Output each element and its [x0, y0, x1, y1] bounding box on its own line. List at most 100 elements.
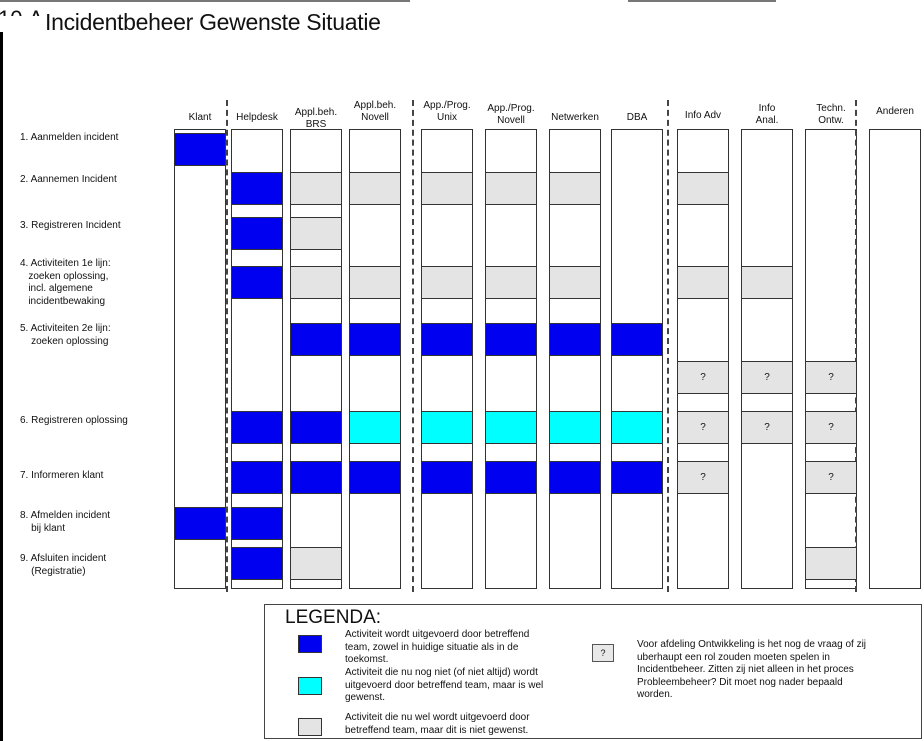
lane-anderen: [869, 129, 921, 589]
legend-swatch-blue: [298, 635, 322, 653]
activity-cell-gray: [549, 172, 601, 205]
activity-cell-blue: [231, 266, 283, 299]
lane-info-anal: [741, 129, 793, 589]
lane-header-helpdesk: Helpdesk: [236, 112, 278, 123]
activity-cell-blue: [290, 323, 342, 356]
top-rule: [0, 0, 410, 2]
lane-dba: [611, 129, 663, 589]
activity-cell-blue: [290, 461, 342, 494]
lane-header-info-adv: Info Adv: [684, 110, 722, 121]
activity-label: 4. Activiteiten 1e lijn: zoeken oplossin…: [20, 258, 111, 307]
legend-text-gray: Activiteit die nu wel wordt uitgevoerd d…: [345, 712, 530, 736]
lane-group-divider: [667, 100, 669, 592]
lane-info-adv: [677, 129, 729, 589]
activity-cell-gray: [421, 172, 473, 205]
activity-cell-blue: [174, 133, 226, 166]
activity-cell-blue: [485, 461, 537, 494]
activity-cell-q: ?: [741, 361, 793, 394]
activity-cell-blue: [231, 547, 283, 580]
activity-cell-gray: [290, 172, 342, 205]
activity-label: 6. Registreren oplossing: [20, 415, 128, 426]
activity-cell-blue: [549, 461, 601, 494]
activity-cell-blue: [549, 323, 601, 356]
activity-cell-cyan: [549, 411, 601, 444]
activity-cell-blue: [231, 507, 283, 540]
activity-cell-q: ?: [805, 411, 857, 444]
lane-header-anderen: Anderen: [876, 106, 914, 117]
activity-cell-gray: [485, 172, 537, 205]
legend: LEGENDA: Activiteit wordt uitgevoerd doo…: [264, 604, 922, 739]
activity-cell-blue: [611, 323, 663, 356]
activity-cell-gray: [290, 266, 342, 299]
legend-swatch-cyan: [298, 677, 322, 695]
section-number: 10.A: [0, 6, 43, 16]
activity-cell-gray: [805, 547, 857, 580]
legend-question-box: ?: [592, 644, 614, 662]
activity-cell-gray: [349, 266, 401, 299]
lane-group-divider: [855, 100, 857, 592]
activity-cell-blue: [485, 323, 537, 356]
lane-header-netwerken: Netwerken: [551, 112, 599, 123]
activity-label: 2. Aannemen Incident: [20, 174, 117, 185]
lane-header-klant: Klant: [188, 112, 212, 123]
lane-netwerken: [549, 129, 601, 589]
activity-cell-blue: [421, 323, 473, 356]
activity-label: 1. Aanmelden incident: [20, 132, 119, 143]
lane-applbeh-novell: [349, 129, 401, 589]
lane-techn-ontw: [805, 129, 857, 589]
activity-cell-gray: [349, 172, 401, 205]
lane-group-divider: [412, 100, 414, 592]
lane-header-appprog-unix: App./Prog. Unix: [423, 100, 471, 123]
activity-cell-q: ?: [805, 461, 857, 494]
lane-header-info-anal: Info Anal.: [755, 103, 779, 126]
activity-cell-cyan: [421, 411, 473, 444]
legend-text-blue: Activiteit wordt uitgevoerd door betreff…: [345, 629, 530, 665]
activity-cell-q: ?: [805, 361, 857, 394]
left-border: [0, 32, 3, 741]
activity-cell-gray: [290, 547, 342, 580]
lane-appprog-novell: [485, 129, 537, 589]
activity-cell-cyan: [485, 411, 537, 444]
lane-header-applbeh-brs: Appl.beh. BRS: [294, 107, 338, 130]
activity-cell-gray: [290, 217, 342, 250]
legend-swatch-gray: [298, 718, 322, 736]
activity-cell-blue: [349, 461, 401, 494]
activity-cell-q: ?: [677, 461, 729, 494]
activity-cell-blue: [349, 323, 401, 356]
activity-cell-cyan: [349, 411, 401, 444]
lane-group-divider: [226, 100, 228, 592]
activity-cell-blue: [174, 507, 226, 540]
activity-cell-blue: [231, 461, 283, 494]
activity-label: 5. Activiteiten 2e lijn: zoeken oplossin…: [20, 323, 111, 347]
activity-cell-q: ?: [677, 361, 729, 394]
activity-cell-gray: [677, 172, 729, 205]
activity-cell-gray: [549, 266, 601, 299]
activity-label: 8. Afmelden incident bij klant: [20, 510, 111, 534]
lane-appprog-unix: [421, 129, 473, 589]
activity-cell-blue: [611, 461, 663, 494]
activity-cell-gray: [421, 266, 473, 299]
legend-title: LEGENDA:: [285, 607, 382, 628]
lane-header-techn-ontw: Techn. Ontw.: [816, 103, 846, 126]
activity-cell-cyan: [611, 411, 663, 444]
legend-text-question: Voor afdeling Ontwikkeling is het nog de…: [637, 639, 867, 700]
lane-applbeh-brs: [290, 129, 342, 589]
activity-label: 3. Registreren Incident: [20, 220, 121, 231]
activity-cell-gray: [485, 266, 537, 299]
activity-label: 7. Informeren klant: [20, 470, 104, 481]
activity-cell-gray: [741, 266, 793, 299]
lane-header-appprog-novell: App./Prog. Novell: [487, 103, 535, 126]
activity-cell-gray: [677, 266, 729, 299]
lane-header-dba: DBA: [626, 112, 648, 123]
activity-label: 9. Afsluiten incident (Registratie): [20, 553, 107, 577]
activity-cell-q: ?: [741, 411, 793, 444]
activity-cell-blue: [231, 411, 283, 444]
activity-cell-blue: [421, 461, 473, 494]
activity-cell-blue: [231, 172, 283, 205]
activity-cell-blue: [231, 217, 283, 250]
page-title: Incidentbeheer Gewenste Situatie: [45, 9, 381, 35]
activity-cell-blue: [290, 411, 342, 444]
activity-cell-q: ?: [677, 411, 729, 444]
lane-header-applbeh-novell: Appl.beh. Novell: [353, 100, 397, 123]
